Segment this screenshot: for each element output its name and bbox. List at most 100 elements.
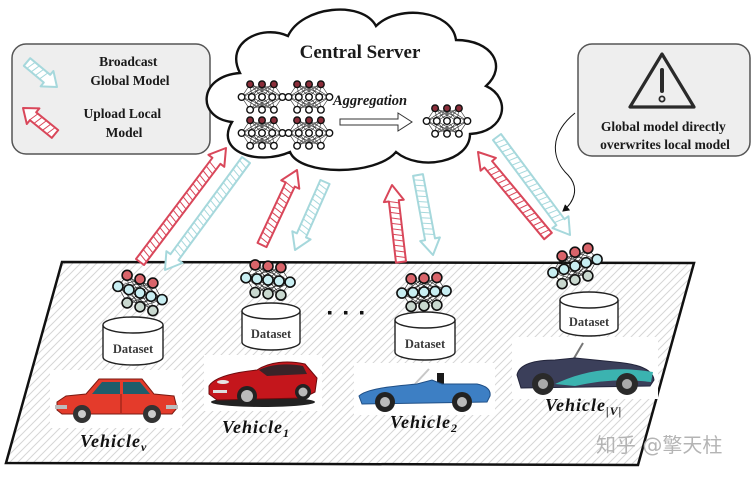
navy-roadster-icon [512,337,658,399]
output-node [147,277,159,289]
arrow-hatch [307,208,317,216]
arrow-outline [135,147,227,266]
network-edge [446,120,468,135]
upload-arrow [135,147,227,266]
legend-label-line: Model [106,125,143,140]
arrow-hatch [180,239,188,249]
hidden-node [134,287,146,299]
warning-line: overwrites local model [600,137,730,152]
output-node [258,80,267,89]
dataset-label: Dataset [251,327,292,341]
arrow-hatch [388,201,400,204]
network-edge [251,119,275,134]
arrow-hatch [511,195,522,201]
input-node [246,105,255,114]
arrow-hatch [504,187,515,193]
arrow-hatch [389,206,400,209]
arrow-hatch [29,113,39,121]
network-edge [296,119,320,134]
hidden-node [284,276,296,289]
arrow-hatch [196,217,205,227]
arrow-hatch [392,233,404,237]
input-node [121,297,133,309]
arrow-hatch [390,211,401,215]
hidden-node [315,92,324,101]
input-node [258,141,267,150]
arrow-hatch [537,196,548,201]
network-edge [241,119,263,134]
network-edge [241,132,275,147]
arrow-hatch [547,209,558,215]
network-edge [434,120,468,135]
hidden-node [240,271,252,284]
input-node [305,105,314,114]
network-edge [308,96,330,111]
hidden-node [325,128,334,137]
aggregation-label: Aggregation [332,93,407,109]
arrow-hatch [497,178,508,184]
network-edge [288,132,310,147]
input-node [454,129,463,138]
arrow-hatch [195,178,204,188]
vehicle-label: Vehicle2 [390,412,458,435]
arrow-hatch [391,222,402,226]
arrow-hatch [390,217,402,220]
warning-panel: Global model directly overwrites local m… [554,43,751,212]
central-server-cloud: Central Server Aggregation [205,8,504,172]
network-edge [296,83,330,98]
upload-arrow [256,169,301,249]
arrow-hatch [311,198,321,206]
arrow-hatch [189,187,197,197]
hidden-node [325,92,334,101]
hidden-node [112,280,124,293]
arrow-hatch [413,179,425,181]
arrow-hatch [187,230,195,240]
arrow-hatch [146,244,154,254]
hidden-node [237,92,246,101]
arrow-hatch [518,169,529,175]
hidden-node [251,273,263,285]
upload-arrow-shape [22,107,60,139]
network-edge [296,83,320,98]
output-node [269,116,278,125]
local-model-icon [240,259,296,301]
network-edge [249,119,283,134]
arrow-hatch [152,235,161,245]
local-model-icon [284,116,334,150]
arrow-hatch [209,161,217,170]
local-model-icon [284,80,334,114]
red-sedan-icon [50,370,182,428]
network-edge [241,83,275,98]
arrow-hatch [393,239,404,242]
hidden-node [258,92,267,101]
network-edge [298,83,322,98]
arrow-hatch [309,203,319,211]
arrow-hatch [232,168,241,178]
input-node [275,289,287,301]
arrow-hatch [259,236,269,244]
hidden-node [273,275,285,287]
network-edge [296,96,320,111]
network-edge [296,132,320,147]
hidden-node [262,274,274,286]
input-node [582,270,594,282]
warning-line: Global model directly [601,119,726,134]
input-node [134,300,146,313]
arrow-hatch [269,216,278,224]
input-node [269,141,278,150]
arrow-hatch [420,217,432,219]
arrow-hatch [209,199,218,209]
hidden-node [305,128,314,137]
arrow-hatch [166,218,174,228]
arrow-hatch [490,170,501,176]
output-node [431,104,440,113]
input-node [262,287,274,300]
network-edge [426,120,448,135]
legend-label-broadcast: Broadcast Global Model [90,54,169,88]
network-edge [446,107,468,122]
dataset-label: Dataset [405,337,446,351]
arrow-hatch [169,213,177,223]
arrow-hatch [532,220,543,227]
hidden-node [432,116,441,125]
